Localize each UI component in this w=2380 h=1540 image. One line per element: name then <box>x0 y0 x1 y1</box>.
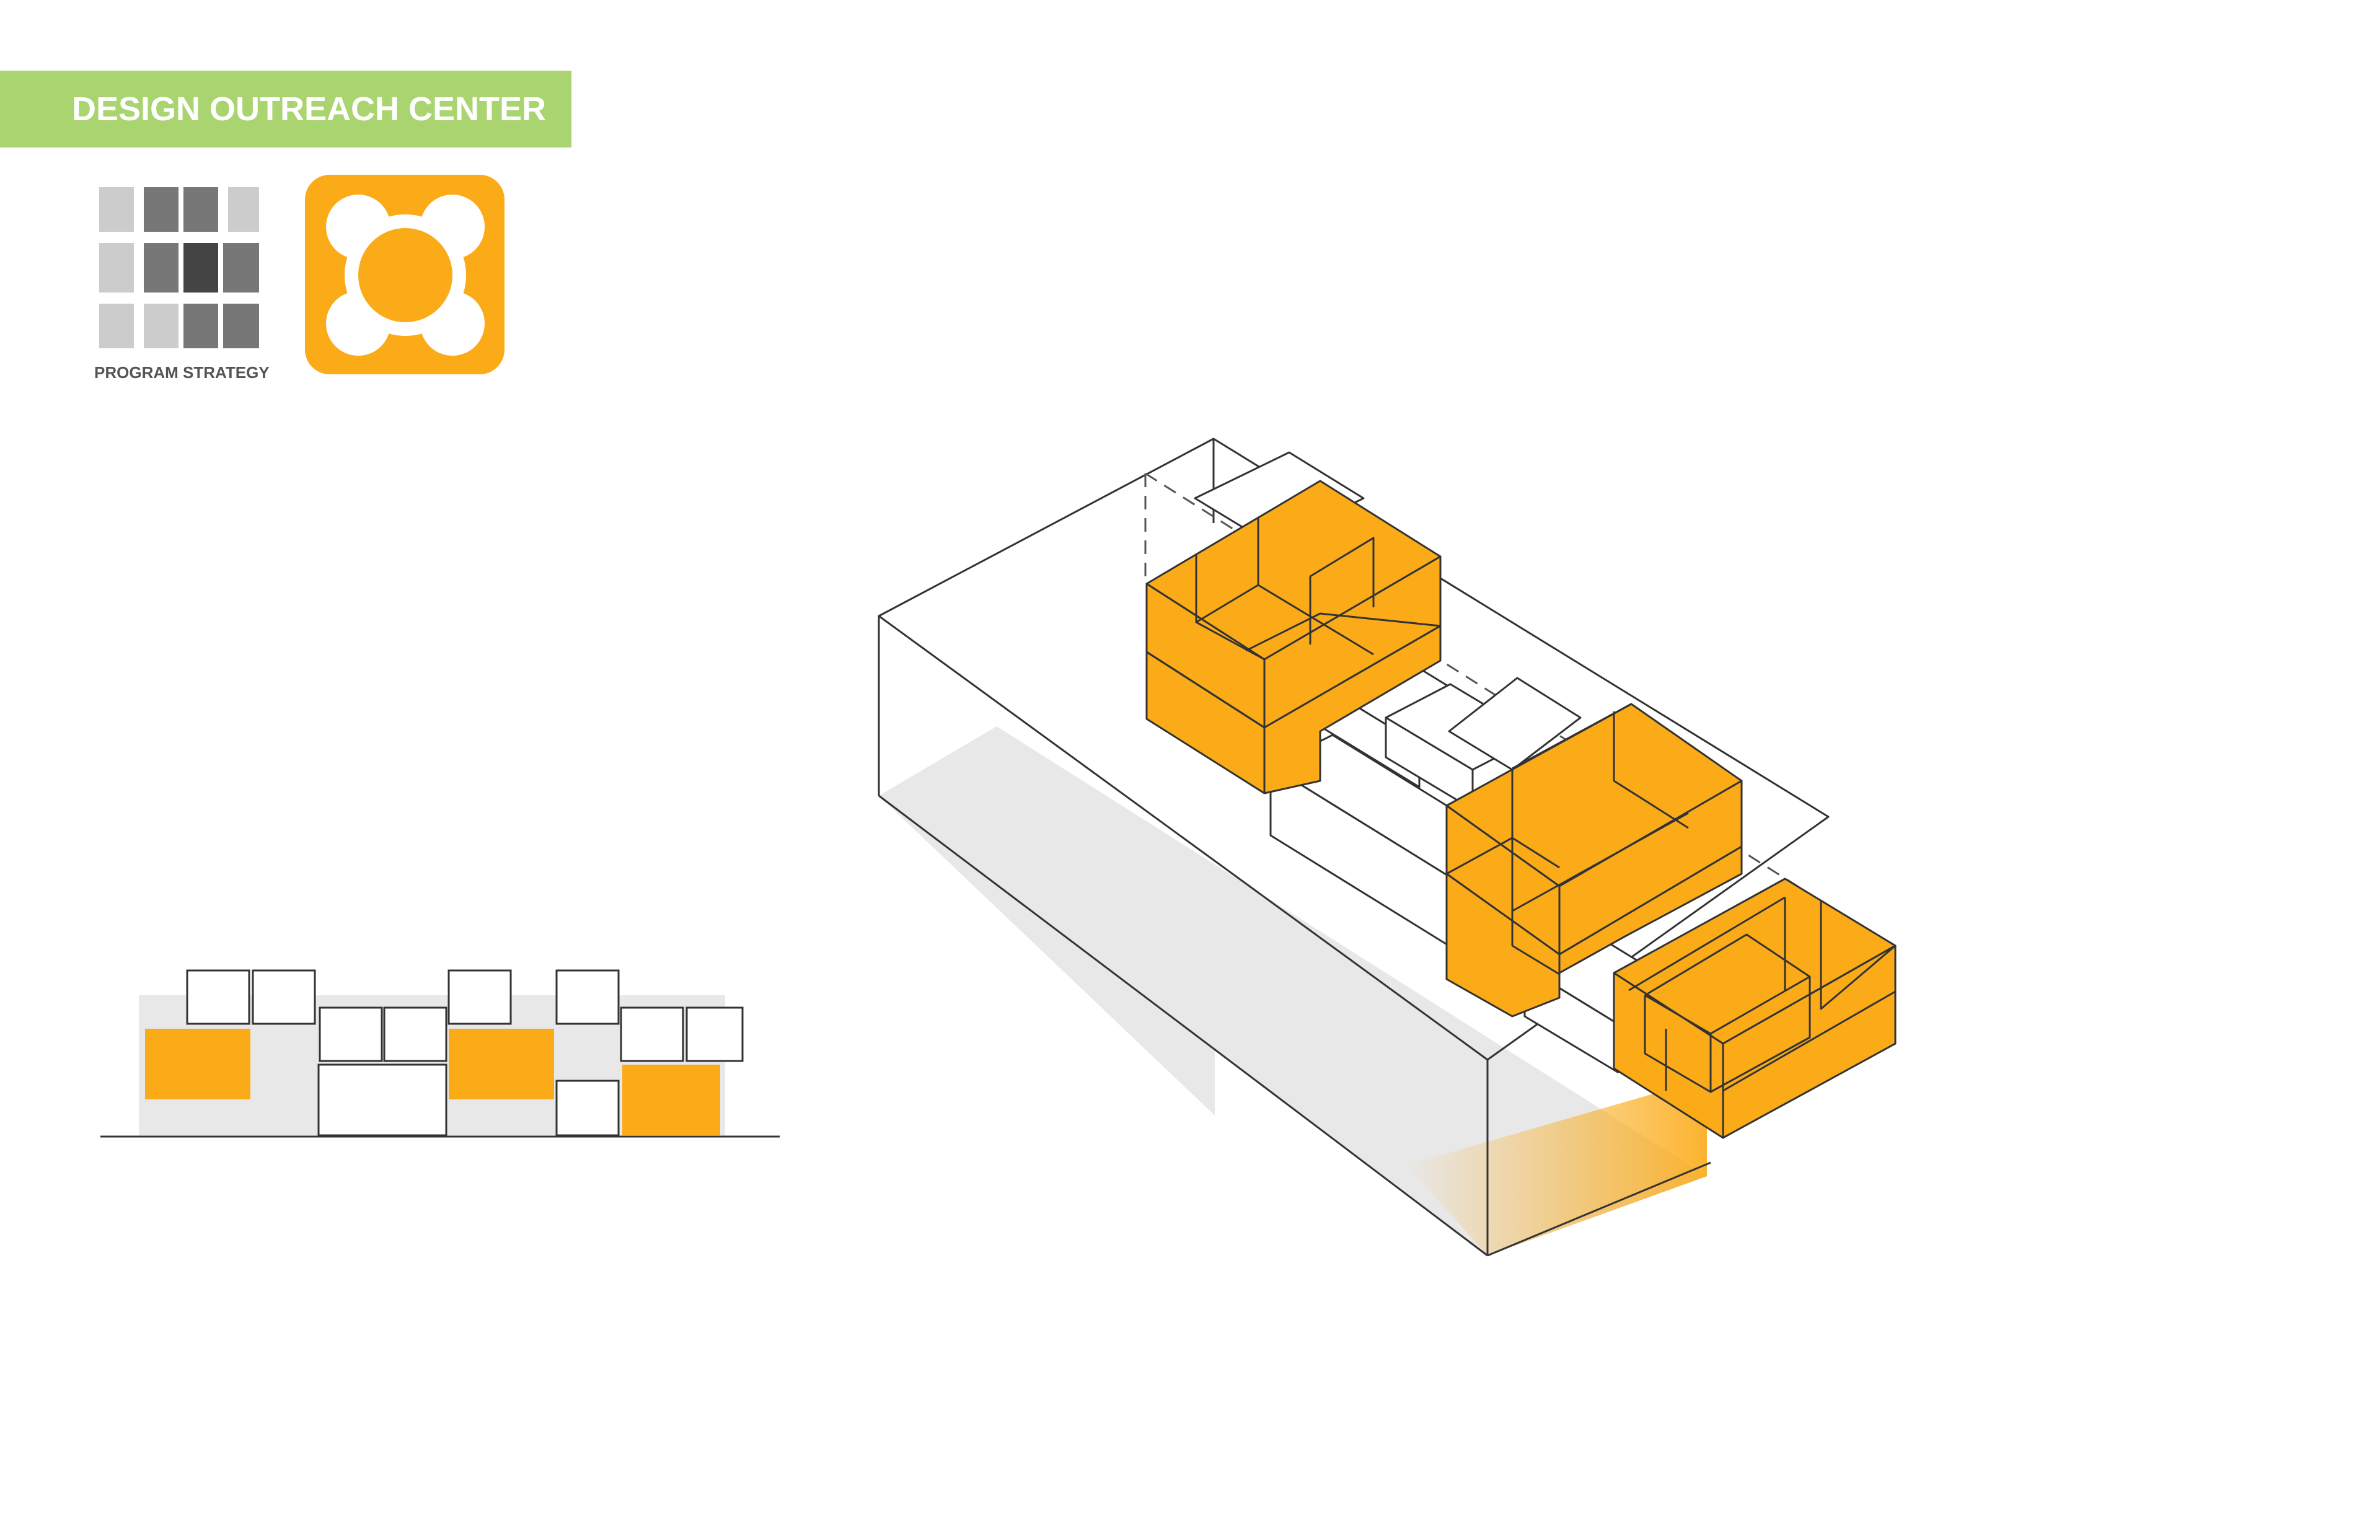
program-strategy-grid-icon <box>99 187 259 348</box>
program-strategy-label: PROGRAM STRATEGY <box>94 363 270 382</box>
page-title: DESIGN OUTREACH CENTER <box>72 90 547 128</box>
connected-circles-icon <box>305 175 505 374</box>
title-banner: DESIGN OUTREACH CENTER <box>0 71 571 147</box>
axonometric-diagram <box>878 438 1897 1257</box>
elevation-drawing <box>100 969 780 1138</box>
